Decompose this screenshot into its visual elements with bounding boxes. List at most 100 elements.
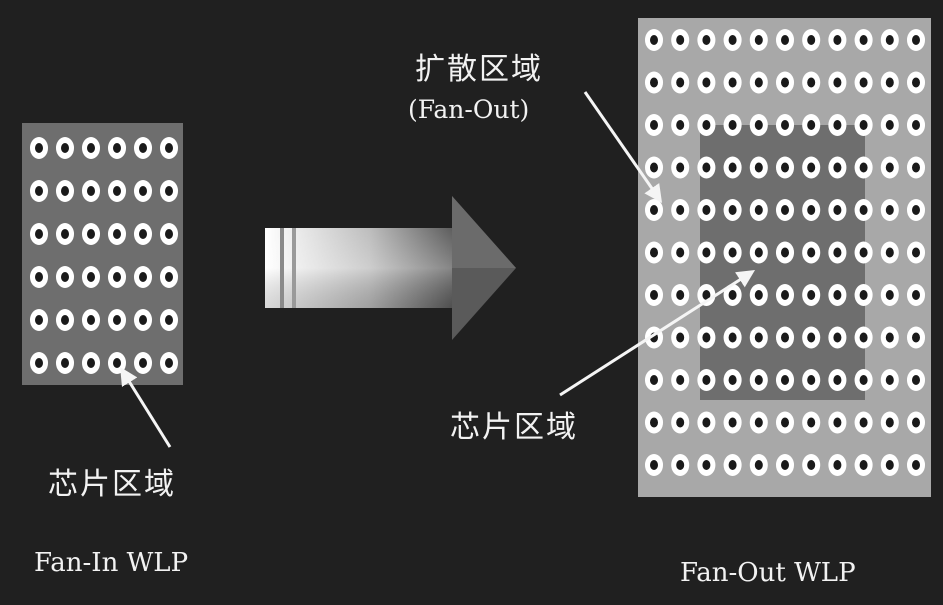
solder-ball-center bbox=[885, 417, 894, 428]
solder-ball-center bbox=[833, 417, 842, 428]
solder-ball-center bbox=[859, 375, 868, 385]
fan-out-caption: Fan-Out WLP bbox=[680, 558, 856, 588]
solder-ball-center bbox=[781, 247, 789, 258]
solder-ball-center bbox=[912, 247, 920, 258]
solder-ball-center bbox=[113, 229, 121, 239]
solder-ball-center bbox=[165, 143, 173, 153]
fan-in-chip-region-label: 芯片区域 bbox=[48, 467, 176, 502]
solder-ball-center bbox=[912, 35, 920, 45]
solder-ball-center bbox=[728, 77, 737, 88]
solder-ball-center bbox=[676, 460, 685, 470]
solder-ball-center bbox=[650, 162, 658, 173]
solder-ball-center bbox=[781, 375, 789, 385]
solder-ball-center bbox=[781, 162, 789, 173]
solder-ball-center bbox=[650, 77, 658, 88]
solder-ball-center bbox=[728, 375, 737, 385]
solder-ball-center bbox=[165, 229, 173, 239]
solder-ball-center bbox=[165, 315, 173, 325]
solder-ball-center bbox=[676, 375, 685, 385]
solder-ball-center bbox=[650, 120, 658, 130]
solder-ball-center bbox=[885, 247, 894, 258]
solder-ball-center bbox=[781, 332, 789, 343]
solder-ball-center bbox=[650, 460, 658, 470]
solder-ball-center bbox=[859, 35, 868, 45]
solder-ball-center bbox=[113, 186, 121, 196]
solder-ball-center bbox=[754, 375, 763, 385]
solder-ball-center bbox=[859, 205, 868, 215]
solder-ball-center bbox=[87, 358, 95, 368]
solder-ball-center bbox=[113, 315, 121, 325]
fan-out-ball-grid bbox=[644, 29, 926, 476]
solder-ball-center bbox=[781, 460, 789, 470]
solder-ball-center bbox=[165, 272, 173, 282]
solder-ball-center bbox=[833, 205, 842, 215]
solder-ball-center bbox=[139, 186, 147, 196]
solder-ball-center bbox=[650, 375, 658, 385]
solder-ball-center bbox=[885, 375, 894, 385]
solder-ball-center bbox=[702, 460, 711, 470]
solder-ball-center bbox=[781, 417, 789, 428]
solder-ball-center bbox=[807, 460, 816, 470]
solder-ball-center bbox=[754, 162, 763, 173]
solder-ball-center bbox=[113, 272, 121, 282]
solder-ball-center bbox=[113, 358, 121, 368]
solder-ball-center bbox=[87, 315, 95, 325]
solder-ball-center bbox=[912, 460, 920, 470]
solder-ball-center bbox=[859, 290, 868, 300]
solder-ball-center bbox=[676, 247, 685, 258]
solder-ball-center bbox=[754, 417, 763, 428]
solder-ball-center bbox=[885, 120, 894, 130]
solder-ball-center bbox=[912, 120, 920, 130]
solder-ball-center bbox=[912, 290, 920, 300]
fan-out-expand-pointer bbox=[583, 91, 663, 203]
solder-ball-center bbox=[833, 247, 842, 258]
solder-ball-center bbox=[87, 229, 95, 239]
solder-ball-center bbox=[702, 332, 711, 343]
solder-ball-center bbox=[702, 247, 711, 258]
solder-ball-center bbox=[113, 143, 121, 153]
solder-ball-center bbox=[833, 35, 842, 45]
solder-ball-center bbox=[61, 272, 69, 282]
solder-ball-center bbox=[35, 315, 43, 325]
solder-ball-center bbox=[807, 162, 816, 173]
solder-ball-center bbox=[87, 143, 95, 153]
solder-ball-center bbox=[859, 247, 868, 258]
fan-in-chip-pointer bbox=[120, 366, 172, 448]
solder-ball-center bbox=[61, 358, 69, 368]
fan-in-substrate bbox=[22, 123, 183, 385]
solder-ball-center bbox=[807, 205, 816, 215]
solder-ball-center bbox=[87, 186, 95, 196]
solder-ball-center bbox=[35, 186, 43, 196]
solder-ball-center bbox=[35, 358, 43, 368]
solder-ball-center bbox=[807, 247, 816, 258]
solder-ball-center bbox=[676, 332, 685, 343]
solder-ball-center bbox=[912, 375, 920, 385]
solder-ball-center bbox=[859, 77, 868, 88]
solder-ball-center bbox=[676, 162, 685, 173]
solder-ball-center bbox=[35, 143, 43, 153]
solder-ball-center bbox=[676, 77, 685, 88]
solder-ball-center bbox=[35, 229, 43, 239]
fan-in-caption: Fan-In WLP bbox=[34, 548, 189, 578]
solder-ball-center bbox=[807, 417, 816, 428]
solder-ball-center bbox=[885, 290, 894, 300]
solder-ball-center bbox=[650, 247, 658, 258]
solder-ball-center bbox=[859, 417, 868, 428]
solder-ball-center bbox=[807, 290, 816, 300]
solder-ball-center bbox=[139, 358, 147, 368]
solder-ball-center bbox=[728, 332, 737, 343]
solder-ball-center bbox=[676, 417, 685, 428]
solder-ball-center bbox=[702, 417, 711, 428]
solder-ball-center bbox=[650, 417, 658, 428]
solder-ball-center bbox=[781, 120, 789, 130]
solder-ball-center bbox=[781, 290, 789, 300]
solder-ball-center bbox=[754, 77, 763, 88]
solder-ball-center bbox=[139, 229, 147, 239]
solder-ball-center bbox=[912, 205, 920, 215]
solder-ball-center bbox=[754, 120, 763, 130]
solder-ball-center bbox=[61, 315, 69, 325]
solder-ball-center bbox=[650, 35, 658, 45]
solder-ball-center bbox=[702, 290, 711, 300]
